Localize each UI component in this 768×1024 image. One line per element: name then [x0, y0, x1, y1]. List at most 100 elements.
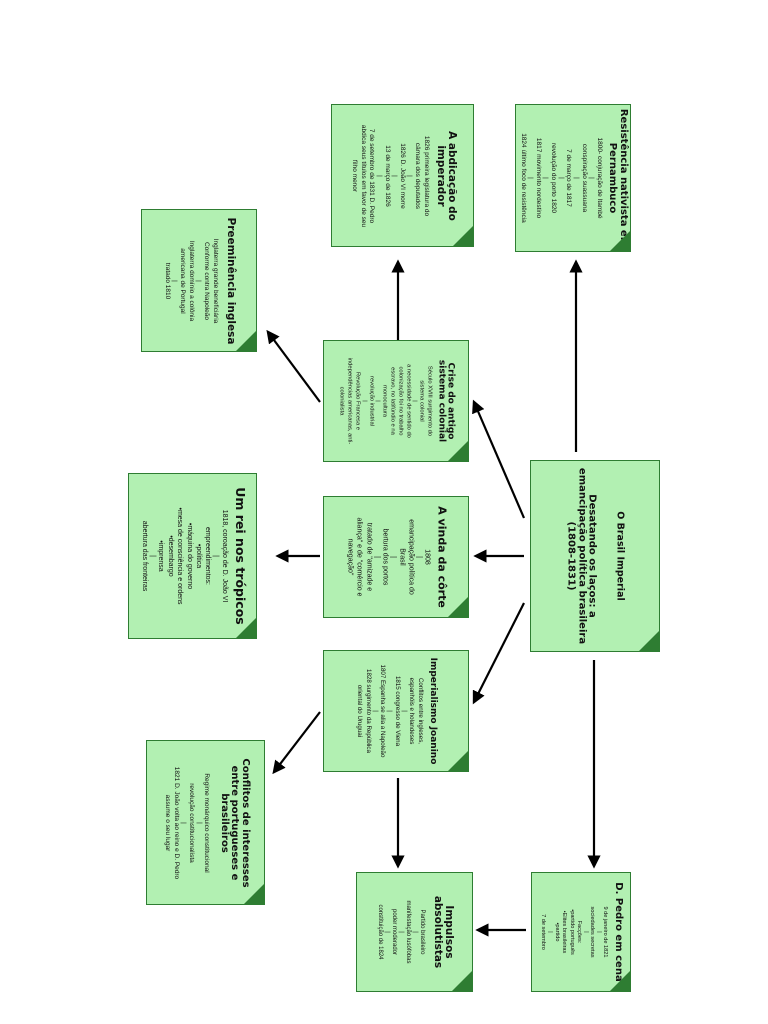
abdicacao-title: A abdicação do imperador: [434, 130, 458, 221]
arrow-crise-to-preeminencia: [266, 329, 321, 403]
rei-line: empreendimentos:: [203, 527, 211, 585]
dpedro-bullet: partido português: [567, 875, 575, 989]
separator: |: [389, 556, 397, 558]
note-impulsos: Impulsos absolutistas Partido brasileiro…: [356, 872, 473, 992]
center-title: O Brasil Imperial: [614, 511, 626, 601]
conflitos-line: 1821 D. João volta ao reino e D. Pedro: [172, 766, 180, 879]
separator: |: [397, 931, 404, 933]
note-resistencia: Resistência nativista em Pernambuco 1800…: [515, 104, 631, 252]
rei-title: Um rei nos trópicos: [232, 487, 248, 625]
note-center: O Brasil Imperial Desatando os laços: a …: [530, 460, 660, 652]
crise-line: revolução industrial: [368, 376, 375, 426]
separator: |: [375, 400, 382, 402]
resistencia-line: 1800- conjuração de Itambé: [596, 137, 604, 219]
dpedro-line: Facções:: [576, 920, 583, 944]
note-abdicacao: A abdicação do imperador 1826 primeira l…: [331, 104, 474, 247]
note-preeminencia: Preeminência inglesa Inglaterra grande b…: [141, 209, 257, 352]
separator: |: [373, 556, 381, 558]
arrow-center-to-crise: [472, 399, 526, 519]
crise-line: monocultura: [381, 385, 388, 417]
impulsos-title: Impulsos absolutistas: [431, 895, 455, 969]
resistencia-line: 7 de março de 1817: [565, 149, 573, 207]
imperialismo-line: 1815 congresso de Viena: [393, 675, 401, 747]
crise-line: Século XVIII surgimento do: [426, 365, 433, 437]
separator: |: [412, 400, 419, 402]
crise-line: colonização foi no trabalho: [397, 366, 404, 436]
page-fold: [610, 971, 630, 991]
page-fold: [610, 231, 630, 251]
separator: |: [171, 279, 179, 282]
imperialismo-title: Imperialismo Joanino: [428, 657, 439, 765]
preeminencia-line: americana de Portugal: [179, 247, 187, 314]
abdicacao-line: 7 de setembro de 1831 D. Pedro: [367, 128, 375, 223]
crise-line: sistema colonial: [419, 380, 426, 422]
vinda-title: A vinda da côrte: [435, 506, 449, 608]
vinda-line: aliança" e de "comércio e: [355, 517, 363, 597]
rei-bullet: desembargo: [165, 476, 174, 636]
crise-line: Revolução Francesa e: [354, 372, 361, 430]
separator: |: [375, 174, 383, 177]
page-fold: [236, 331, 256, 351]
abdicacao-line: filho menor: [350, 159, 358, 192]
separator: |: [361, 400, 368, 402]
resistencia-line: 1824 último foco de resistência: [519, 133, 527, 223]
resistencia-title: Resistência nativista em Pernambuco: [607, 108, 630, 248]
page-fold: [244, 884, 264, 904]
separator: |: [195, 821, 203, 824]
note-conflitos: Conflitos de interesses entre portuguese…: [146, 740, 265, 905]
resistencia-line: revolução do porto 1820: [550, 142, 558, 214]
note-vinda: A vinda da côrte 1808 | emancipação polí…: [323, 496, 469, 618]
separator: |: [405, 174, 413, 177]
vinda-line: Brasil: [397, 548, 405, 566]
abdicacao-line: 1826 primeira legislatura do: [422, 135, 430, 216]
separator: |: [415, 556, 423, 558]
dpedro-bullet: partido: [552, 875, 560, 989]
dpedro-line: 9 de janeiro de 1821: [602, 906, 609, 958]
impulsos-line: Partido brasileiro: [418, 909, 425, 955]
impulsos-line: constituição de 1824: [376, 904, 383, 960]
separator: |: [179, 821, 187, 824]
note-imperialismo: Imperialismo Joanino Conflitos entre ing…: [323, 650, 469, 772]
dpedro-bullet: Elites brasileiras: [560, 875, 567, 989]
resistencia-line: 1817 movimento nordestino: [534, 137, 542, 219]
preeminencia-line: Inglaterra domínio a colônia: [187, 240, 195, 321]
center-subtitle: Desatando os laços: a emancipação políti…: [565, 467, 598, 645]
page-fold: [639, 631, 659, 651]
separator: |: [371, 710, 379, 712]
separator: |: [211, 555, 219, 557]
page-fold: [448, 751, 468, 771]
imperialismo-line: Conflitos entre ingleses,: [416, 677, 424, 745]
crise-line: independências americanas, anti-: [346, 357, 353, 445]
separator: |: [148, 555, 156, 557]
imperialismo-line: 1828 surgimento da República: [364, 669, 372, 753]
note-dpedro: D. Pedro em cena 9 de janeiro de 1821 | …: [531, 872, 631, 992]
preeminencia-line: Conforme contra Napoleão: [203, 241, 211, 320]
rei-bullet: mesa de consciência e ordens: [174, 476, 183, 636]
impulsos-line: poder moderador: [390, 908, 397, 956]
separator: |: [582, 931, 589, 933]
conflitos-line: revolução constitucionalista: [187, 782, 195, 863]
separator: |: [547, 931, 554, 933]
imperialismo-line: oriental do Uruguai: [356, 684, 364, 738]
impulsos-line: manifestação lusófobas: [404, 900, 411, 964]
rei-bullet: imprensa: [155, 476, 164, 636]
abdicacao-line: câmara dos deputados: [413, 142, 421, 209]
crise-line: colonialista: [339, 386, 346, 416]
note-crise: Crise do antigo sistema colonial Século …: [323, 340, 469, 462]
vinda-line: 1808: [423, 549, 431, 565]
separator: |: [390, 174, 398, 177]
separator: |: [383, 931, 390, 933]
separator: |: [527, 177, 535, 179]
resistencia-line: conspiração suassuana: [580, 143, 588, 213]
crise-line: escravo, no latifúndio e na: [389, 367, 396, 435]
rei-bullet: máquina do governo: [183, 476, 192, 636]
rei-bullet: politica: [193, 476, 202, 636]
page-fold: [448, 597, 468, 617]
page-fold: [453, 226, 473, 246]
separator: |: [400, 710, 408, 712]
arrow-center-to-imperialismo: [472, 602, 525, 705]
page-fold: [448, 441, 468, 461]
arrow-imperialismo-to-conflitos: [272, 711, 321, 775]
